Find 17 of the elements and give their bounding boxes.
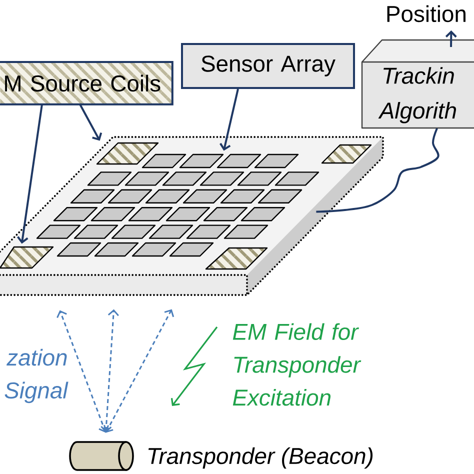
annotation: EM Field for Transponder Excitation <box>232 323 362 406</box>
arrow <box>16 104 43 244</box>
annotation: zation Signal <box>4 348 68 404</box>
cable <box>316 128 440 213</box>
processor-block: Trackin Algorith <box>361 39 474 129</box>
dashed-arrow <box>56 310 110 433</box>
transponder-cylinder <box>69 441 134 471</box>
output-label: Position <box>387 5 466 22</box>
sensor-grid <box>36 154 320 257</box>
arrow <box>79 104 102 141</box>
device-caption: Transponder (Beacon) <box>148 447 373 469</box>
callout-box: M Source Coils <box>0 61 174 106</box>
arrow <box>445 30 457 47</box>
dashed-arrow <box>100 309 119 433</box>
arrow <box>220 88 239 151</box>
callout-box: Sensor Array <box>181 43 355 89</box>
dashed-arrow <box>104 309 174 433</box>
